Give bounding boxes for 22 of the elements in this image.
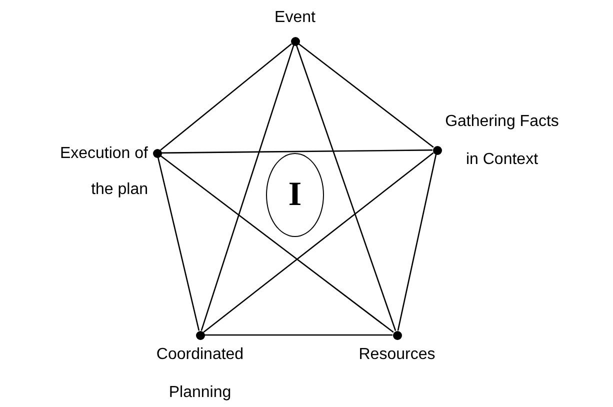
connector-line — [397, 154, 437, 331]
center-ellipse — [266, 153, 324, 237]
vertex-dot — [196, 330, 204, 340]
vertex-label: Event — [274, 8, 316, 28]
ellipse-label: I — [288, 176, 302, 214]
connector-line — [204, 334, 392, 336]
vertex-label: Gathering Facts in Context — [444, 112, 560, 170]
vertex-dot — [152, 148, 162, 158]
connector-line — [203, 152, 434, 333]
vertex-dot — [392, 330, 402, 340]
vertex-label: Resources — [358, 345, 436, 365]
connector-line — [162, 149, 432, 154]
connector-line — [296, 45, 396, 331]
connector-line — [200, 45, 294, 331]
vertex-dot — [432, 146, 442, 154]
vertex-label: Execution of the plan — [58, 144, 148, 200]
connector-line — [160, 155, 394, 333]
connector-line — [157, 157, 200, 331]
vertex-label: Coordinated Planning — [155, 345, 245, 403]
vertex-dot — [290, 36, 300, 46]
connector-line — [160, 43, 292, 151]
connector-line — [298, 43, 434, 148]
